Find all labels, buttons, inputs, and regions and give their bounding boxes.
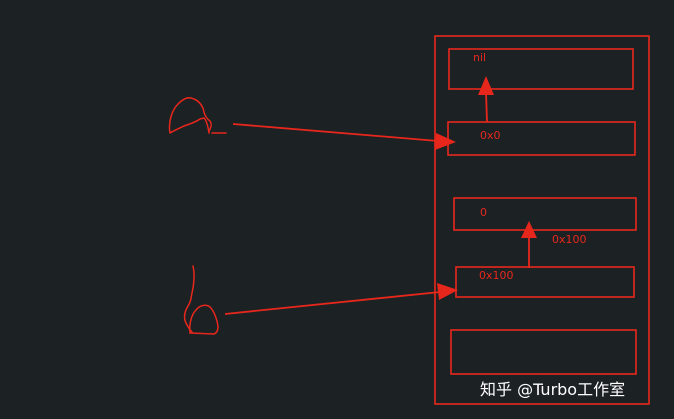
slot-0x0-label: 0x0 <box>480 129 501 142</box>
slot-0x0-box <box>447 121 636 156</box>
memory-frame <box>434 35 650 405</box>
slot-nil-box <box>448 48 634 90</box>
watermark-text: 知乎 @Turbo工作室 <box>480 380 625 399</box>
arrow-0x100-to-0-head <box>521 221 537 238</box>
arrow-bottom-figure-to-0x100-head <box>437 283 458 300</box>
arrow-0x0-to-nil <box>485 91 488 123</box>
arrow-0x100-label: 0x100 <box>552 233 587 246</box>
arrow-top-figure-to-0x0-head <box>435 133 456 150</box>
slot-nil-label: nil <box>473 51 486 64</box>
arrow-top-figure-to-0x0 <box>232 123 439 142</box>
slot-empty-box <box>450 329 637 375</box>
slot-0x100-label: 0x100 <box>479 269 514 282</box>
scribble-figure-bottom-blob <box>189 304 219 335</box>
arrow-0x0-to-nil-head <box>478 76 494 95</box>
slot-0-label: 0 <box>480 206 487 219</box>
arrow-bottom-figure-to-0x100 <box>224 291 441 315</box>
scribble-figure-bottom-stem <box>183 265 195 333</box>
scribble-figure-top <box>168 97 212 134</box>
slot-0x100-box <box>455 266 635 298</box>
slot-0-box <box>453 197 637 231</box>
